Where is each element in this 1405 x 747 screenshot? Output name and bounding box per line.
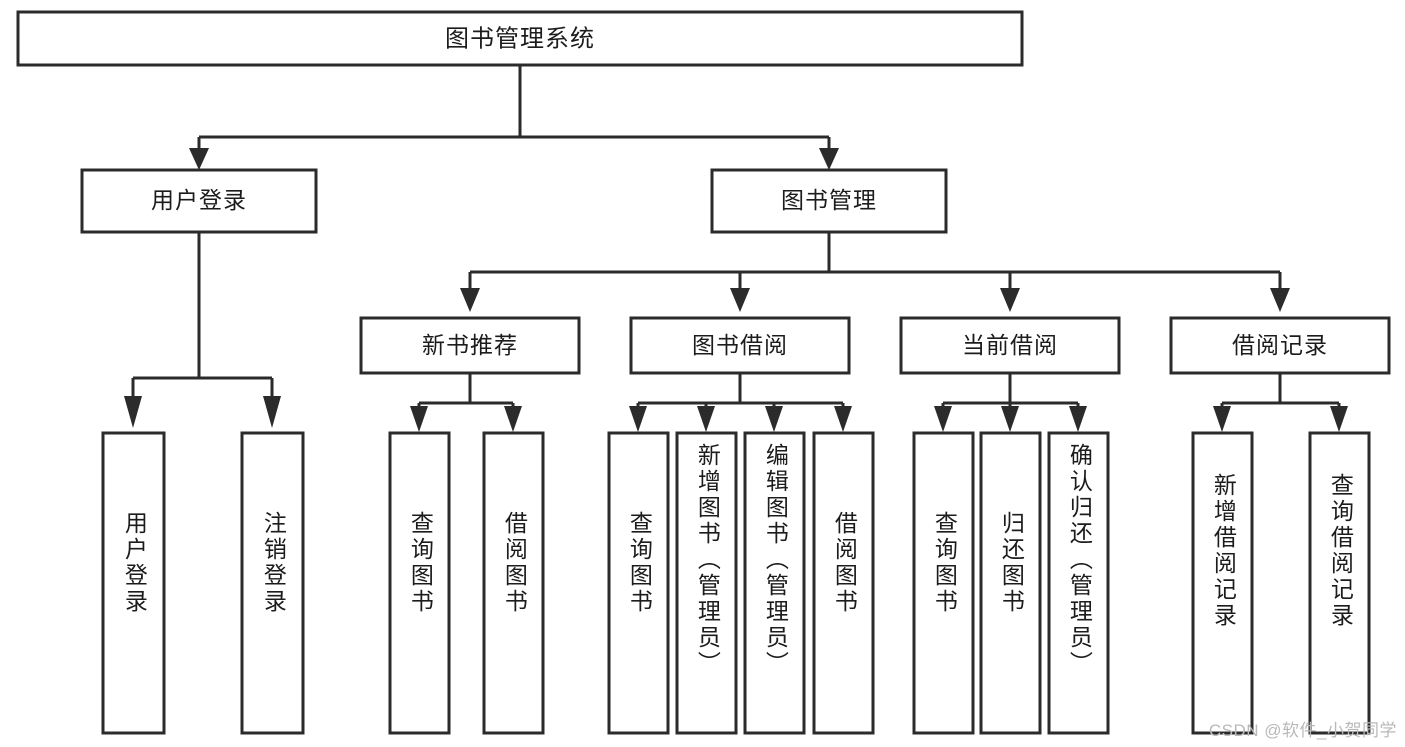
node-leaf-2-box[interactable] [388,431,451,735]
node-leaf-6-box[interactable] [743,431,806,735]
connector-l1-0-to-leaves [124,232,281,428]
arrow-head-leaf-0 [124,396,142,428]
node-leaf-7-box[interactable] [812,431,875,735]
node-leaf-1[interactable] [240,431,305,735]
node-leaf-0[interactable] [101,431,166,735]
connector-l2-2-to-leaves [934,373,1087,432]
node-l1-0-box[interactable] [80,168,318,234]
node-leaf-10[interactable] [1047,431,1110,735]
connector-l2-3-to-leaves [1213,373,1348,432]
node-root[interactable]: 图书管理系统 [16,10,1024,67]
arrow-head-l2-0 [460,288,480,312]
arrow-head-l1-0 [189,148,209,170]
arrow-head-leaf-8 [934,406,952,432]
node-leaf-8[interactable] [912,431,975,735]
node-leaf-12[interactable] [1308,431,1371,735]
node-leaf-4-box[interactable] [607,431,670,735]
arrow-head-leaf-9 [1001,406,1019,432]
node-leaf-12-box[interactable] [1308,431,1371,735]
node-leaf-1-box[interactable] [240,431,305,735]
connector-l2-1-to-leaves [629,373,852,432]
arrow-head-leaf-4 [629,406,647,432]
node-leaf-3[interactable] [482,431,545,735]
node-l1-1-label: 图书管理 [781,187,877,213]
node-leaf-5-box[interactable] [675,431,738,735]
node-l2-1[interactable]: 图书借阅 [629,316,851,375]
node-leaf-9-box[interactable] [979,431,1042,735]
node-leaf-8-box[interactable] [912,431,975,735]
node-l2-3-box[interactable] [1169,316,1391,375]
node-leaf-5[interactable] [675,431,738,735]
node-l2-0[interactable]: 新书推荐 [359,316,581,375]
node-leaf-0-box[interactable] [101,431,166,735]
node-leaf-9[interactable] [979,431,1042,735]
connector-root-to-level1 [189,65,839,170]
node-root-box[interactable] [16,10,1024,67]
watermark: CSDN @软件_小贺同学 [1208,721,1397,740]
node-l2-2-label: 当前借阅 [962,332,1058,358]
connector-l2-0-to-leaves [410,373,522,432]
node-leaf-10-box[interactable] [1047,431,1110,735]
arrow-head-l2-3 [1270,288,1290,312]
arrow-head-leaf-1 [263,396,281,428]
arrow-head-leaf-11 [1213,406,1231,432]
node-l1-0[interactable]: 用户登录 [80,168,318,234]
node-leaf-11[interactable] [1191,431,1254,735]
node-l2-2-box[interactable] [899,316,1121,375]
arrow-head-l1-1 [819,148,839,170]
node-root-label: 图书管理系统 [445,25,595,52]
node-l2-3-label: 借阅记录 [1232,332,1328,358]
connector-level1-to-level2 [460,232,1290,312]
node-leaf-3-box[interactable] [482,431,545,735]
arrow-head-leaf-12 [1330,406,1348,432]
arrow-head-leaf-7 [834,406,852,432]
node-l2-0-box[interactable] [359,316,581,375]
node-leaf-2[interactable] [388,431,451,735]
node-l2-0-label: 新书推荐 [422,332,518,358]
node-l1-1-box[interactable] [710,168,948,234]
node-l1-0-label: 用户登录 [151,187,247,213]
arrow-head-leaf-10 [1069,406,1087,432]
node-l2-1-label: 图书借阅 [692,332,788,358]
arrow-head-leaf-5 [697,406,715,432]
arrow-head-l2-1 [730,288,750,312]
node-l1-1[interactable]: 图书管理 [710,168,948,234]
node-leaf-7[interactable] [812,431,875,735]
node-l2-3[interactable]: 借阅记录 [1169,316,1391,375]
node-l2-2[interactable]: 当前借阅 [899,316,1121,375]
arrow-head-leaf-3 [504,406,522,432]
node-leaf-6[interactable] [743,431,806,735]
node-leaf-4[interactable] [607,431,670,735]
arrow-head-leaf-6 [765,406,783,432]
arrow-head-leaf-2 [410,406,428,432]
node-leaf-11-box[interactable] [1191,431,1254,735]
arrow-head-l2-2 [1000,288,1020,312]
node-l2-1-box[interactable] [629,316,851,375]
